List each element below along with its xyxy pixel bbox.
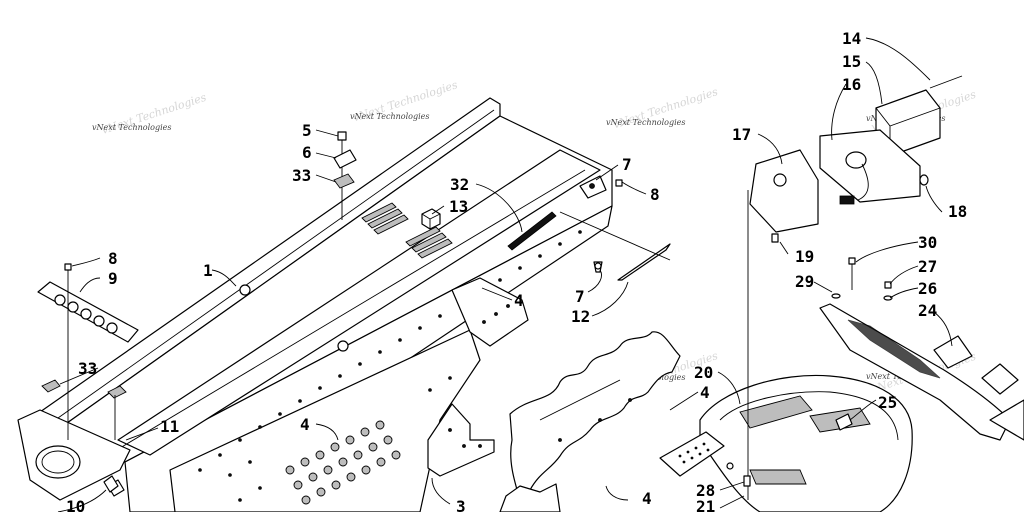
grommet-13 — [421, 208, 441, 230]
callout-16: 16 — [842, 75, 861, 94]
pad-33-left — [41, 379, 61, 393]
nut-8-left — [64, 263, 72, 271]
callout-21: 21 — [696, 497, 715, 512]
callout-7a: 7 — [622, 155, 632, 174]
pad-33-right — [107, 385, 127, 399]
clip-25 — [835, 413, 853, 431]
decal-24a — [933, 335, 973, 369]
mud-flap-part — [819, 303, 1024, 441]
screw-30 — [848, 257, 856, 265]
callout-11: 11 — [160, 417, 179, 436]
callout-33b: 33 — [78, 359, 97, 378]
step-plate — [659, 431, 725, 477]
tunnel-rivets — [198, 230, 582, 502]
nut-19 — [771, 233, 779, 243]
step-plate-dots — [678, 442, 710, 464]
watermark-2: vNext Technologies vNext Technologies — [350, 78, 459, 124]
callout-4c: 4 — [700, 383, 710, 402]
rear-grab-bar-part — [659, 374, 913, 512]
svg-text:vNext Technologies: vNext Technologies — [350, 112, 429, 121]
tunnel-vents — [361, 202, 453, 259]
callout-32: 32 — [450, 175, 469, 194]
callout-19: 19 — [795, 247, 814, 266]
svg-text:vNext Technologies: vNext Technologies — [92, 123, 171, 132]
callout-8a: 8 — [650, 185, 660, 204]
watermark-1: vNext Technologies vNext Technologies — [92, 91, 208, 137]
tunnel-hole-grid — [285, 420, 401, 505]
callout-15: 15 — [842, 52, 861, 71]
callout-3: 3 — [456, 497, 466, 512]
callout-30: 30 — [918, 233, 937, 252]
callout-9: 9 — [108, 269, 118, 288]
taillight-housing-17 — [749, 149, 819, 233]
callout-1: 1 — [203, 261, 213, 280]
svg-text:vNext Technologies: vNext Technologies — [606, 118, 685, 127]
callout-26: 26 — [918, 279, 937, 298]
callout-17: 17 — [732, 125, 751, 144]
callout-33a: 33 — [292, 166, 311, 185]
callout-6: 6 — [302, 143, 312, 162]
deflector-wedge — [559, 211, 671, 281]
callout-8b: 8 — [108, 249, 118, 268]
bracket-upper-4 — [451, 277, 529, 347]
washer-29 — [831, 293, 841, 299]
screw-21 — [743, 475, 751, 487]
callout-12: 12 — [571, 307, 590, 326]
bracket-3 — [427, 403, 495, 477]
taillight-gasket-16 — [819, 129, 921, 203]
washer-26 — [883, 295, 893, 301]
callout-10: 10 — [66, 497, 85, 512]
callout-4a: 4 — [514, 291, 524, 310]
callout-24: 24 — [918, 301, 937, 320]
watermark-3: vNext Technologies vNext Technologies — [606, 85, 720, 131]
callout-14: 14 — [842, 29, 861, 48]
callout-25: 25 — [878, 393, 897, 412]
rear-bumper-bracket — [17, 409, 131, 501]
lower-flap-part — [499, 483, 561, 512]
leader-lines — [57, 37, 953, 512]
decal-24b — [981, 363, 1019, 395]
callout-29: 29 — [795, 272, 814, 291]
snow-flap-part — [509, 331, 681, 501]
tunnel-part — [39, 97, 613, 512]
callout-4d: 4 — [642, 489, 652, 508]
bulb-18 — [919, 174, 929, 186]
callout-20: 20 — [694, 363, 713, 382]
callout-4b: 4 — [300, 415, 310, 434]
screw-27 — [884, 281, 892, 289]
callout-13: 13 — [449, 197, 468, 216]
callout-28: 28 — [696, 481, 715, 500]
nut-8-right — [615, 179, 623, 187]
callout-labels: 1 3 4 4 4 4 5 6 7 7 8 8 9 10 11 12 13 14… — [66, 29, 967, 512]
fastener-10 — [103, 475, 119, 493]
perforated-strip-part — [37, 281, 139, 343]
callout-27: 27 — [918, 257, 937, 276]
hardware-right — [743, 257, 893, 487]
callout-7b: 7 — [575, 287, 585, 306]
callout-5: 5 — [302, 121, 312, 140]
bracket-32 — [507, 211, 557, 251]
callout-18: 18 — [948, 202, 967, 221]
taillight-assembly — [747, 75, 963, 500]
